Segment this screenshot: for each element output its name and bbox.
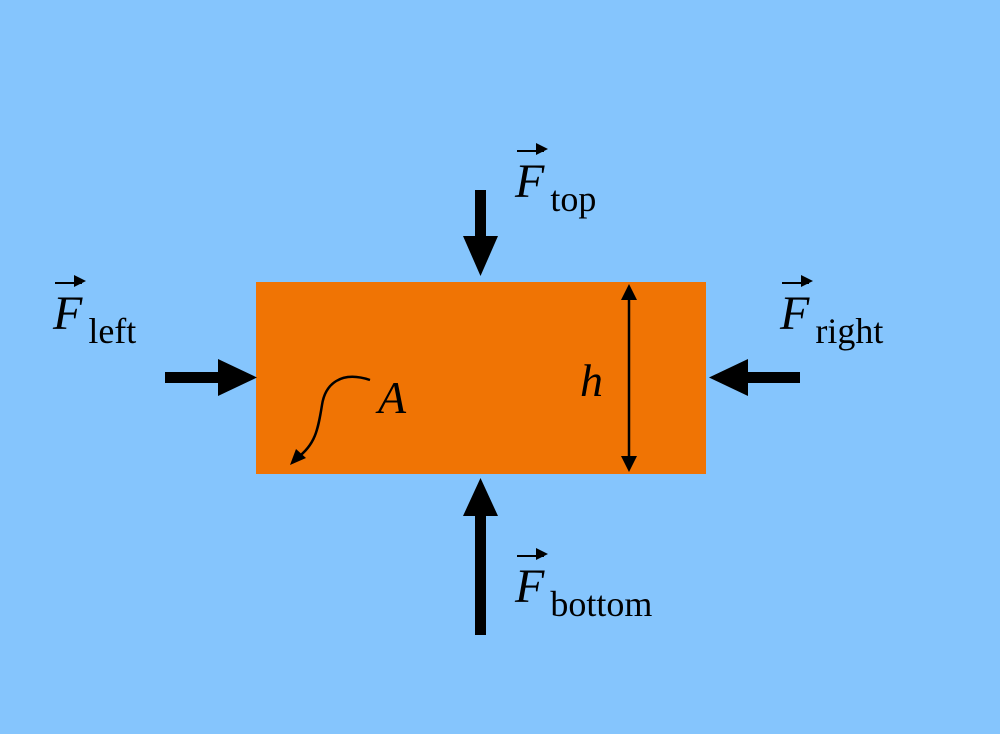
height-label: h [580, 355, 603, 406]
force-left-symbol: F [53, 287, 83, 340]
force-top-arrow [463, 190, 498, 276]
force-top-subscript: top [550, 179, 597, 219]
force-bottom-arrow [463, 478, 498, 635]
force-left-subscript: left [88, 311, 137, 351]
force-top-symbol: F [515, 155, 545, 208]
force-right-subscript: right [815, 311, 884, 351]
height-dimension-arrow [621, 284, 637, 472]
force-bottom-subscript: bottom [550, 584, 653, 624]
area-pointer-arrow [290, 375, 371, 465]
force-bottom-symbol: F [515, 560, 545, 613]
force-right-arrow [709, 359, 800, 396]
area-label: A [378, 372, 407, 423]
block [256, 282, 706, 474]
force-right-symbol: F [780, 287, 810, 340]
force-left-arrow [165, 359, 257, 396]
